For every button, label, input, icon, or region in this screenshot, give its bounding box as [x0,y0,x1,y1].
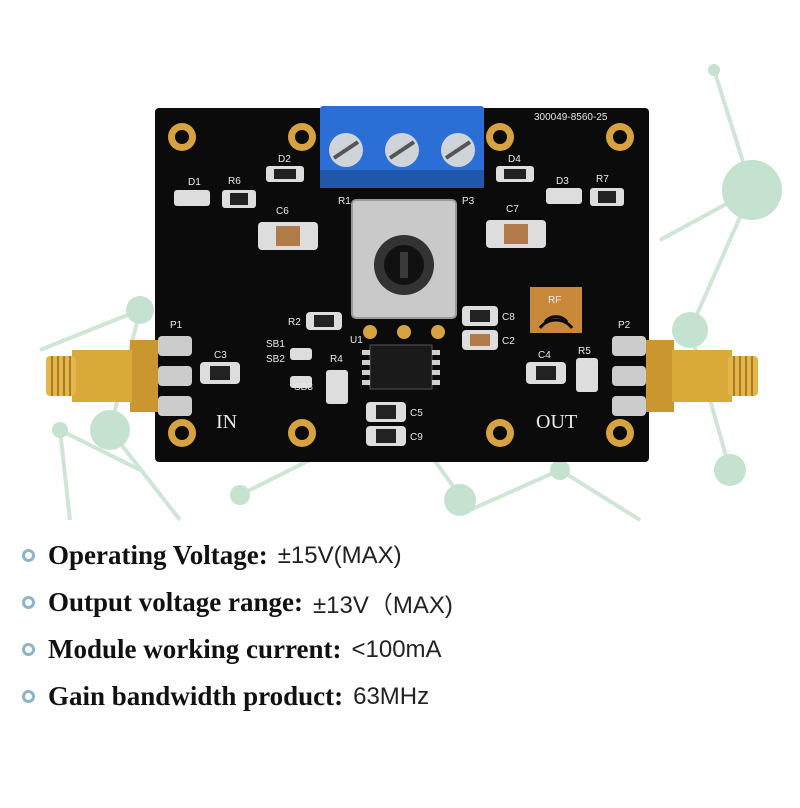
c3-label: C3 [214,350,227,361]
spec-label: Operating Voltage: [48,540,268,570]
out-label: OUT [536,411,577,433]
u1-label: U1 [350,335,363,346]
bullet-icon [22,549,35,562]
capacitors [174,166,624,446]
spec-row-output-voltage-range: Output voltage range: ±13V（MAX) [22,579,782,626]
sb3-label: SB3 [294,382,313,393]
r6-label: R6 [228,176,241,187]
op-amp-chip [362,344,440,390]
d1-label: D1 [188,177,201,188]
in-label: IN [216,411,237,433]
spec-value: ±15V(MAX) [277,541,402,569]
p2-label: P2 [618,320,631,331]
part-number-silk: 300049-8560-25 [534,112,608,123]
p1-label: P1 [170,320,183,331]
spec-value: <100mA [351,635,442,663]
spec-row-operating-voltage: Operating Voltage: ±15V(MAX) [22,532,782,579]
c8-label: C8 [502,312,515,323]
screw-terminal [320,106,484,188]
sb1-label: SB1 [266,339,285,350]
c4-label: C4 [538,350,551,361]
sma-connector-out [612,336,758,416]
d2-label: D2 [278,154,291,165]
rf-label: RF [548,295,561,306]
c6-label: C6 [276,206,289,217]
spec-row-gain-bandwidth: Gain bandwidth product: 63MHz [22,673,782,720]
sb2-label: SB2 [266,354,285,365]
spec-label: Module working current: [48,634,342,664]
spec-label: Gain bandwidth product: [48,681,344,711]
r1-label: R1 [338,196,351,207]
c9-label: C9 [410,432,423,443]
d4-label: D4 [508,154,521,165]
bullet-icon [22,643,35,656]
r2-label: R2 [288,317,301,328]
rf-badge [530,287,582,333]
c2-label: C2 [502,336,515,347]
d3-label: D3 [556,176,569,187]
spec-label: Output voltage range: [48,587,303,617]
bullet-icon [22,690,35,703]
spec-list: Operating Voltage: ±15V(MAX) Output volt… [22,532,782,720]
spec-row-working-current: Module working current: <100mA [22,626,782,673]
c5-label: C5 [410,408,423,419]
bullet-icon [22,596,35,609]
r5-label: R5 [578,346,591,357]
sma-connector-in [46,336,192,416]
spec-value: 63MHz [353,682,430,710]
p3-label: P3 [462,196,475,207]
potentiometer [351,199,457,339]
op-amp-module-photo: 300049-8560-25 IN OUT P1 P2 P3 R1 R2 R4 … [46,106,758,462]
r7-label: R7 [596,174,609,185]
spec-value: ±13V（MAX) [312,592,453,619]
c7-label: C7 [506,204,519,215]
r4-label: R4 [330,354,343,365]
